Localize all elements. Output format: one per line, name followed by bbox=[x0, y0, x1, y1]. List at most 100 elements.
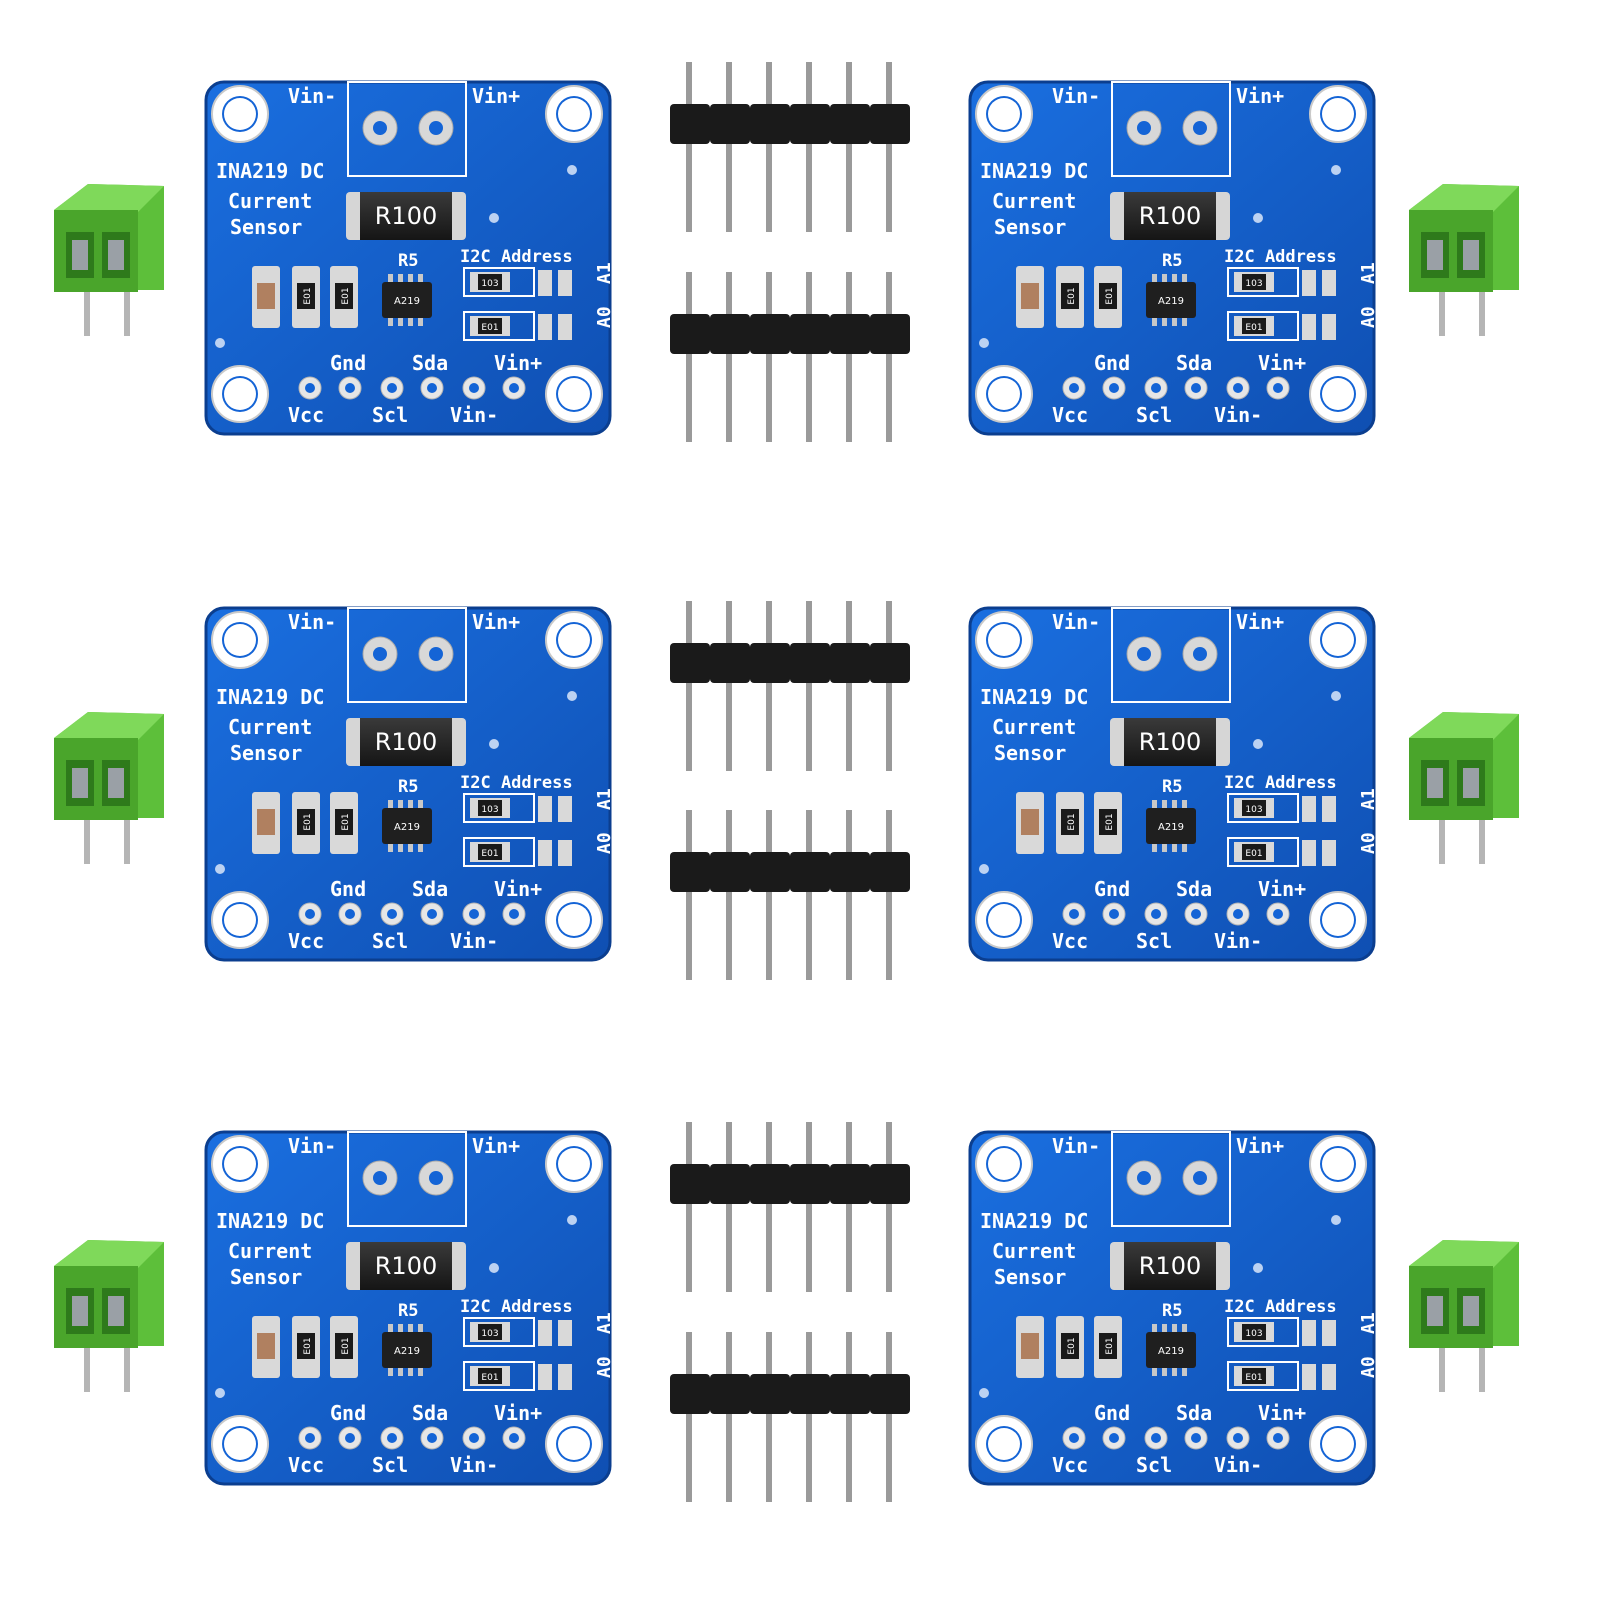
label-vin-plus-bottom: Vin+ bbox=[494, 351, 542, 375]
svg-text:E01: E01 bbox=[481, 1373, 498, 1383]
svg-text:A219: A219 bbox=[1158, 1346, 1184, 1357]
label-vcc: Vcc bbox=[288, 929, 324, 953]
label-vin-plus-top: Vin+ bbox=[1236, 1134, 1284, 1158]
label-title-3: Sensor bbox=[994, 741, 1066, 765]
label-vin-plus-bottom: Vin+ bbox=[1258, 1401, 1306, 1425]
label-vin-plus-top: Vin+ bbox=[1236, 84, 1284, 108]
label-vin-plus-top: Vin+ bbox=[472, 84, 520, 108]
label-r5: R5 bbox=[1162, 777, 1182, 797]
terminal-outline bbox=[1111, 607, 1231, 703]
screw-terminal-6 bbox=[1403, 1236, 1523, 1396]
smd-left-group: E01 E01 bbox=[1016, 1316, 1122, 1378]
label-a1: A1 bbox=[594, 262, 615, 284]
label-vcc: Vcc bbox=[1052, 1453, 1088, 1477]
smd-left-group: E01 E01 bbox=[1016, 266, 1122, 328]
label-title-2: Current bbox=[228, 189, 312, 213]
label-vin-plus-bottom: Vin+ bbox=[494, 877, 542, 901]
ina219-board-4: R100 Vin- Vin+ INA219 DC Current Sensor … bbox=[966, 604, 1380, 966]
label-vin-minus-bottom: Vin- bbox=[450, 403, 498, 427]
label-vin-plus-top: Vin+ bbox=[472, 1134, 520, 1158]
label-title-2: Current bbox=[992, 1239, 1076, 1263]
ina219-board-6: R100 Vin- Vin+ INA219 DC Current Sensor … bbox=[966, 1128, 1380, 1490]
label-i2c: I2C Address bbox=[460, 247, 573, 267]
label-i2c: I2C Address bbox=[1224, 247, 1337, 267]
svg-text:E01: E01 bbox=[303, 1337, 313, 1354]
label-a0: A0 bbox=[1358, 1356, 1379, 1378]
bottom-pin-pads bbox=[298, 376, 526, 400]
shunt-label: R100 bbox=[1139, 202, 1201, 230]
label-vcc: Vcc bbox=[288, 403, 324, 427]
label-title-3: Sensor bbox=[230, 741, 302, 765]
shunt-label: R100 bbox=[375, 728, 437, 756]
label-vin-minus-bottom: Vin- bbox=[1214, 403, 1262, 427]
svg-text:E01: E01 bbox=[303, 813, 313, 830]
ina219-chip: A219 bbox=[1146, 1324, 1196, 1376]
label-sda: Sda bbox=[412, 877, 448, 901]
label-vin-plus-bottom: Vin+ bbox=[494, 1401, 542, 1425]
screw-terminal-4 bbox=[1403, 708, 1523, 868]
svg-text:E01: E01 bbox=[1105, 1337, 1115, 1354]
svg-text:E01: E01 bbox=[481, 849, 498, 859]
pin-header-4 bbox=[664, 806, 914, 986]
label-scl: Scl bbox=[1136, 403, 1172, 427]
svg-text:A219: A219 bbox=[394, 296, 420, 307]
label-gnd: Gnd bbox=[1094, 1401, 1130, 1425]
label-vin-minus-bottom: Vin- bbox=[450, 929, 498, 953]
smd-left-group: E01 E01 bbox=[1016, 792, 1122, 854]
svg-text:103: 103 bbox=[481, 279, 498, 289]
ina219-board-5: R100 Vin- Vin+ INA219 DC Current Sensor … bbox=[202, 1128, 616, 1490]
label-a1: A1 bbox=[1358, 262, 1379, 284]
label-scl: Scl bbox=[372, 929, 408, 953]
svg-text:E01: E01 bbox=[1067, 813, 1077, 830]
address-pads: 103 E01 bbox=[1227, 1317, 1336, 1391]
label-scl: Scl bbox=[372, 1453, 408, 1477]
shunt-label: R100 bbox=[375, 202, 437, 230]
svg-text:E01: E01 bbox=[481, 323, 498, 333]
svg-text:E01: E01 bbox=[1245, 323, 1262, 333]
label-i2c: I2C Address bbox=[460, 773, 573, 793]
label-r5: R5 bbox=[1162, 1301, 1182, 1321]
label-i2c: I2C Address bbox=[460, 1297, 573, 1317]
label-a0: A0 bbox=[1358, 832, 1379, 854]
ina219-board-1: R100 Vin- Vin+ INA219 DC Current Sensor … bbox=[202, 78, 616, 440]
svg-text:E01: E01 bbox=[1245, 1373, 1262, 1383]
label-sda: Sda bbox=[1176, 351, 1212, 375]
ina219-board-3: R100 Vin- Vin+ INA219 DC Current Sensor … bbox=[202, 604, 616, 966]
label-gnd: Gnd bbox=[330, 351, 366, 375]
label-title-2: Current bbox=[992, 189, 1076, 213]
label-a1: A1 bbox=[594, 1312, 615, 1334]
label-r5: R5 bbox=[398, 777, 418, 797]
label-a1: A1 bbox=[1358, 1312, 1379, 1334]
label-a1: A1 bbox=[1358, 788, 1379, 810]
label-r5: R5 bbox=[398, 1301, 418, 1321]
label-i2c: I2C Address bbox=[1224, 773, 1337, 793]
ina219-board-2: R100 Vin- Vin+ INA219 DC Current Sensor … bbox=[966, 78, 1380, 440]
label-vin-minus-bottom: Vin- bbox=[1214, 929, 1262, 953]
label-title-2: Current bbox=[228, 1239, 312, 1263]
svg-text:E01: E01 bbox=[1105, 813, 1115, 830]
label-sda: Sda bbox=[1176, 1401, 1212, 1425]
shunt-label: R100 bbox=[1139, 1252, 1201, 1280]
svg-text:103: 103 bbox=[481, 1329, 498, 1339]
ina219-chip: A219 bbox=[382, 800, 432, 852]
label-vin-minus-bottom: Vin- bbox=[450, 1453, 498, 1477]
label-vcc: Vcc bbox=[288, 1453, 324, 1477]
label-i2c: I2C Address bbox=[1224, 1297, 1337, 1317]
smd-left-group: E01 E01 bbox=[252, 266, 358, 328]
label-title-1: INA219 DC bbox=[216, 685, 324, 709]
label-gnd: Gnd bbox=[1094, 351, 1130, 375]
label-sda: Sda bbox=[412, 1401, 448, 1425]
pin-header-2 bbox=[664, 268, 914, 448]
smd-left-group: E01 E01 bbox=[252, 792, 358, 854]
ina219-chip: A219 bbox=[382, 274, 432, 326]
label-title-1: INA219 DC bbox=[980, 159, 1088, 183]
screw-terminal-1 bbox=[48, 180, 168, 340]
terminal-outline bbox=[347, 607, 467, 703]
address-pads: 103 E01 bbox=[463, 267, 572, 341]
label-title-1: INA219 DC bbox=[980, 1209, 1088, 1233]
address-pads: 103 E01 bbox=[1227, 793, 1336, 867]
label-vin-minus-top: Vin- bbox=[1052, 1134, 1100, 1158]
svg-text:103: 103 bbox=[1245, 1329, 1262, 1339]
label-title-1: INA219 DC bbox=[216, 1209, 324, 1233]
